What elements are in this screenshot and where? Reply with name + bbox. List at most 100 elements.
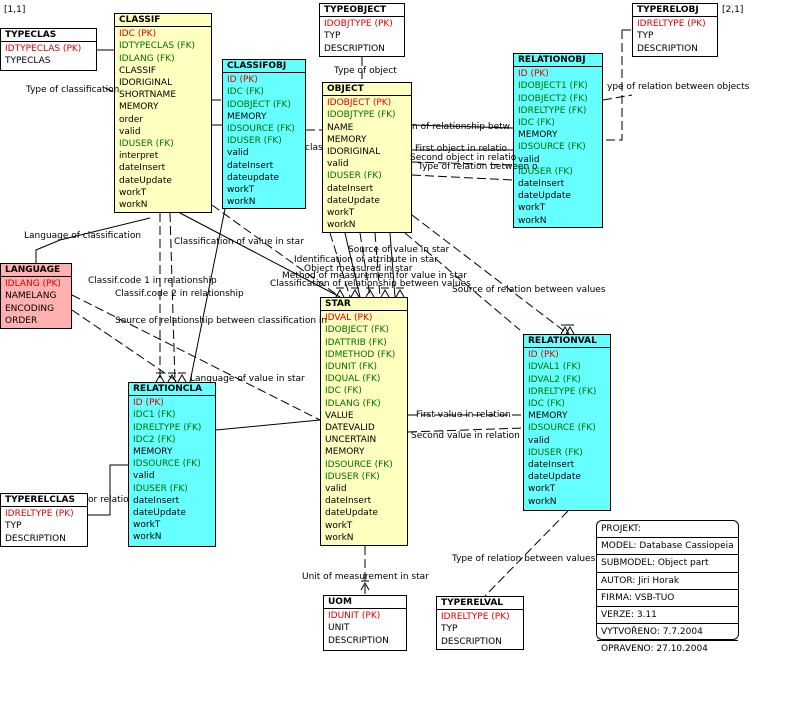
relationship-label: n of relationship betw — [412, 122, 511, 132]
relationship-label: Classification of relationship between v… — [270, 279, 471, 289]
entity-attribute: ID (PK) — [133, 398, 164, 409]
relationship-label: Identification of attribute in star — [294, 255, 439, 265]
entity-attribute: IDQUAL (FK) — [325, 374, 381, 385]
entity-attribute: CLASSIF — [119, 65, 156, 76]
entity-attribute: IDC2 (FK) — [133, 434, 176, 445]
relationship-label: clas — [305, 143, 323, 153]
relationship-line — [189, 208, 226, 383]
relationship-line — [389, 232, 396, 298]
entity-attribute: DATEVALID — [325, 423, 375, 434]
entity-attribute: IDC (FK) — [528, 399, 565, 410]
entity-attribute: IDSOURCE (FK) — [528, 423, 596, 434]
entity-attribute: NAME — [327, 122, 354, 133]
entity-title: UOM — [324, 596, 406, 610]
entity-attribute: IDUSER (FK) — [325, 471, 380, 482]
entity-title: RELATIONOBJ — [514, 54, 602, 68]
relationship-line — [407, 427, 524, 433]
entity-attribute: MEMORY — [327, 134, 367, 145]
entity-attribute: workT — [528, 484, 556, 495]
relationship-label: Unit of measurement in star — [302, 572, 429, 582]
entity-attribute: valid — [327, 159, 349, 170]
entity-attribute: dateInsert — [119, 163, 166, 174]
entity-attribute: workN — [325, 532, 354, 543]
entity-attribute: dateUpdate — [325, 508, 378, 519]
entity-attribute: TYP — [5, 521, 22, 532]
entity-attribute: IDLANG (FK) — [119, 53, 175, 64]
corner-label-right: [2,1] — [722, 5, 744, 15]
entity-attribute: IDC (FK) — [518, 118, 555, 129]
relationship-line — [411, 161, 514, 166]
crowfoot-marker — [155, 372, 165, 383]
entity-attribute: workN — [119, 200, 148, 211]
relationship-line — [411, 214, 569, 335]
entity-title: TYPERELOBJ — [633, 4, 717, 18]
entity-attribute: IDUSER (FK) — [133, 483, 188, 494]
info-vytvoreno: VYTVOŘENO: 7.7.2004 — [597, 624, 738, 642]
entity-attribute: dateInsert — [227, 160, 274, 171]
entity-title: TYPERELCLAS — [1, 494, 87, 508]
entity-attribute: IDC (FK) — [227, 87, 264, 98]
entity-attribute: IDORIGINAL — [327, 147, 381, 158]
entity-attribute: IDC (PK) — [119, 29, 157, 40]
relationship-label: Second object in relatio — [410, 153, 517, 163]
entity-attribute: IDUSER (FK) — [518, 166, 573, 177]
entity-attribute: IDRELTYPE (FK) — [518, 105, 587, 116]
relationship-label: Type of object — [334, 66, 397, 76]
relationship-label: or relatio — [88, 495, 129, 505]
relationship-line — [411, 174, 514, 181]
relationship-label: ype of relation between objects — [607, 82, 750, 92]
entity-attribute: workT — [133, 520, 161, 531]
entity-attribute: IDUSER (FK) — [327, 171, 382, 182]
entity-attribute: SHORTNAME — [119, 90, 177, 101]
entity-attribute: DESCRIPTION — [637, 43, 698, 54]
entity-attribute: IDOBJECT (PK) — [327, 98, 392, 109]
info-model: MODEL: Database Cassiopeia — [597, 538, 738, 556]
relationship-label: Classif.code 2 in relationship — [115, 289, 244, 299]
entity-title: STAR — [321, 298, 407, 312]
entity-attribute: workT — [325, 520, 353, 531]
crowfoot-marker — [380, 287, 390, 298]
crowfoot-marker — [177, 372, 187, 383]
entity-attribute: DESCRIPTION — [5, 533, 66, 544]
relationship-line — [374, 232, 381, 298]
relationship-line — [344, 232, 361, 298]
relationship-label: Classif.code 1 in relationship — [88, 276, 217, 286]
relationship-line — [169, 212, 176, 383]
entity-attribute: TYP — [324, 31, 341, 42]
entity-attribute: workN — [133, 532, 162, 543]
entity-attribute: valid — [227, 148, 249, 159]
crowfoot-marker — [350, 287, 360, 298]
entity-attribute: dateInsert — [528, 460, 575, 471]
entity-attribute: IDC1 (FK) — [133, 410, 176, 421]
relationship-label: Object measured in star — [304, 264, 413, 274]
entity-attribute: IDOBJECT (FK) — [325, 325, 389, 336]
crowfoot-marker — [335, 287, 345, 298]
project-info-box: PROJEKT: MODEL: Database Cassiopeia SUBM… — [596, 520, 739, 654]
entity-attribute: order — [119, 114, 143, 125]
entity-attribute: MEMORY — [518, 130, 558, 141]
entity-attribute: workT — [119, 187, 147, 198]
relationship-label: First object in relatio — [415, 144, 508, 154]
info-autor: AUTOR: Jiri Horak — [597, 573, 738, 590]
relationship-label: Second value in relation — [411, 431, 520, 441]
entity-attribute: MEMORY — [119, 102, 159, 113]
relationship-line — [88, 464, 128, 516]
entity-attribute: IDOBJECT1 (FK) — [518, 81, 588, 92]
relationship-line — [35, 217, 151, 263]
entity-title: RELATIONCLA — [129, 383, 215, 397]
entity-attribute: interpret — [119, 151, 159, 162]
entity-attribute: workN — [528, 496, 557, 507]
crowfoot-marker — [360, 580, 370, 591]
relationship-line — [179, 212, 341, 298]
entity-attribute: IDOBJECT (FK) — [227, 99, 291, 110]
entity-attribute: TYPECLAS — [5, 56, 51, 67]
